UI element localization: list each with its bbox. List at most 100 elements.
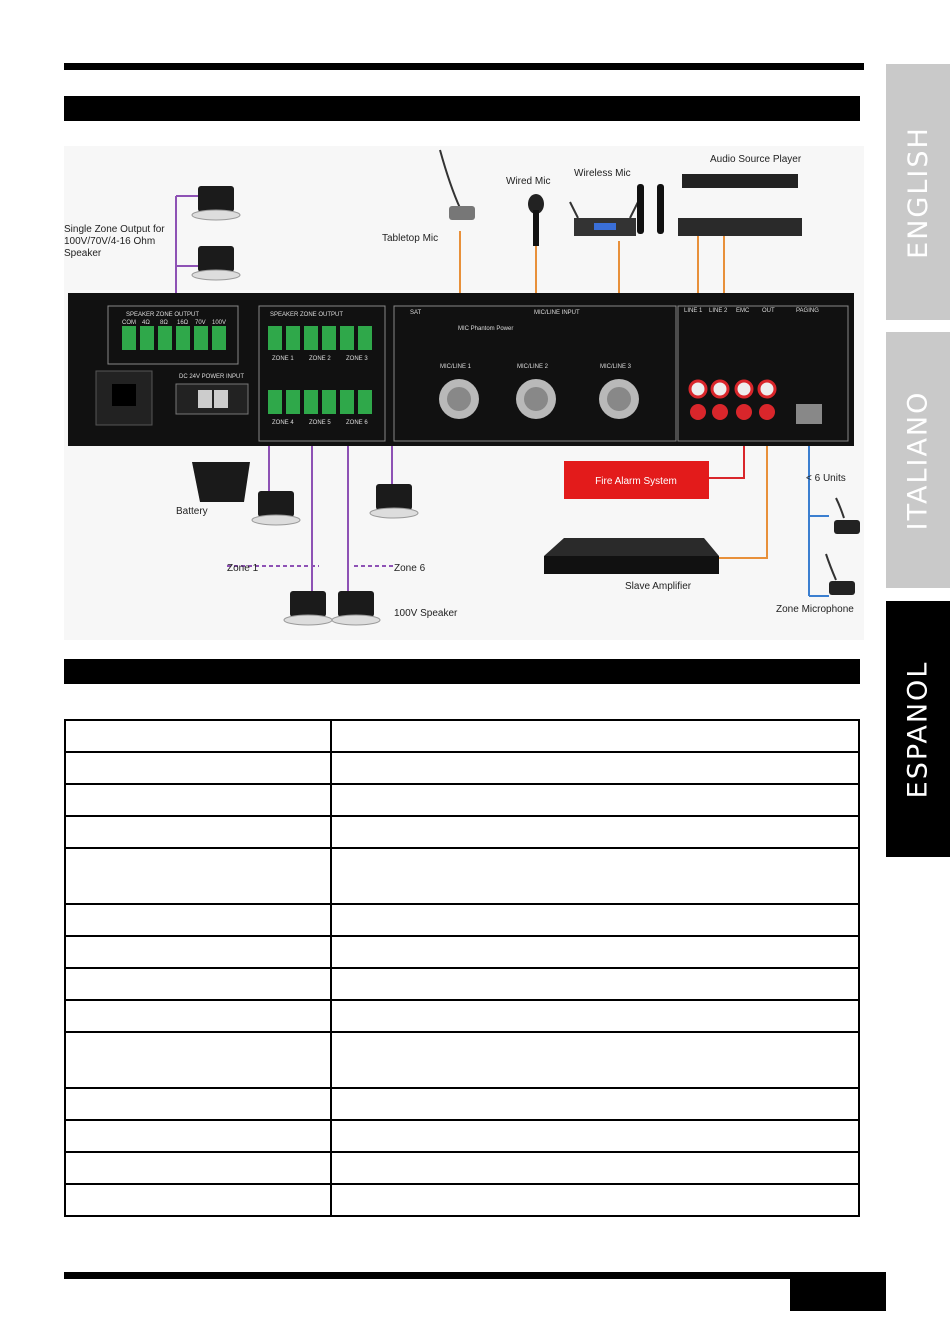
wire-slave-amp [719,411,768,559]
table-cell-value [330,1183,860,1217]
speaker-icons [191,186,419,626]
panel-mic-input-1: MIC/LINE 1 [440,364,472,370]
table-cell-label [64,847,332,905]
table-row [64,999,860,1033]
table-row [64,815,860,849]
zone-microphone-icons [825,497,860,595]
wired-mic-icon [528,194,544,246]
table-row [64,847,860,905]
tab-italiano-label: ITALIANO [902,390,934,530]
tab-espanol-label: ESPANOL [902,660,934,798]
amplifier-rear-panel [68,293,854,446]
panel-phantom-note: MIC Phantom Power [458,326,513,332]
table-cell-label [64,783,332,817]
tab-espanol[interactable]: ESPANOL [886,601,950,857]
fire-alarm-box [564,461,709,499]
table-cell-value [330,1151,860,1185]
table-row [64,1087,860,1121]
table-cell-value [330,1031,860,1089]
section-header-bar-2 [64,659,860,684]
table-cell-label [64,1031,332,1089]
table-cell-value [330,719,860,753]
connection-diagram: SPEAKER ZONE OUTPUT SPEAKER ZONE OUTPUT … [64,146,864,640]
panel-speaker-zone-output-left: SPEAKER ZONE OUTPUT [126,312,199,318]
tabletop-mic-label: Tabletop Mic [382,233,438,244]
tab-italiano[interactable]: ITALIANO [886,332,950,588]
zone-1-label: Zone 1 [227,563,259,574]
panel-line-1: LINE 1 [684,308,703,314]
panel-zone-label-5: ZONE 5 [309,420,331,426]
table-cell-value [330,1087,860,1121]
wire-paging [808,436,829,597]
table-row [64,751,860,785]
speaker-100v-label: 100V Speaker [394,608,458,619]
panel-sat: SAT [410,310,422,316]
panel-mic-input-2: MIC/LINE 2 [517,364,549,370]
table-cell-label [64,751,332,785]
table-cell-value [330,1119,860,1153]
table-cell-label [64,999,332,1033]
table-cell-value [330,783,860,817]
section-header-bar-1 [64,96,860,121]
single-zone-label-line-1: Single Zone Output for [64,224,165,235]
table-row [64,1151,860,1185]
table-cell-value [330,999,860,1033]
battery-icon [192,462,250,502]
panel-zone-label-2: ZONE 2 [309,356,331,362]
page-number-box [790,1279,886,1311]
table-cell-label [64,1183,332,1217]
panel-impedance-6: 100V [212,320,226,326]
panel-mic-input-3: MIC/LINE 3 [600,364,632,370]
table-cell-value [330,903,860,937]
bottom-rule [64,1272,886,1279]
single-zone-label-line-2: 100V/70V/4-16 Ohm [64,236,155,247]
table-cell-label [64,719,332,753]
panel-emc: EMC [736,308,750,314]
table-row [64,1119,860,1153]
panel-impedance-1: COM [122,320,136,326]
panel-impedance-5: 70V [195,320,206,326]
panel-out: OUT [762,308,775,314]
table-cell-value [330,967,860,1001]
panel-impedance-4: 16Ω [177,320,189,326]
units-label: < 6 Units [806,473,846,484]
table-cell-label [64,967,332,1001]
tab-english[interactable]: ENGLISH [886,64,950,320]
panel-dc-power-input: DC 24V POWER INPUT [179,374,244,380]
table-row [64,903,860,937]
fire-alarm-label: Fire Alarm System [595,476,677,487]
table-cell-label [64,935,332,969]
tab-english-label: ENGLISH [902,125,934,259]
panel-impedance-2: 4Ω [142,320,150,326]
table-cell-label [64,1151,332,1185]
panel-speaker-zone-output-right: SPEAKER ZONE OUTPUT [270,312,343,318]
table-cell-value [330,935,860,969]
table-row [64,783,860,817]
wired-mic-label: Wired Mic [506,176,550,187]
table-cell-value [330,815,860,849]
panel-zone-label-1: ZONE 1 [272,356,294,362]
specification-table [64,719,860,1217]
battery-label: Battery [176,506,208,517]
top-rule [64,63,864,70]
panel-mic-line-input: MIC/LINE INPUT [534,310,580,316]
table-cell-label [64,903,332,937]
panel-paging: PAGING [796,308,819,314]
wireless-mic-label: Wireless Mic [574,168,631,179]
audio-source-player-label: Audio Source Player [710,154,802,165]
audio-source-player-icon [678,174,802,236]
slave-amplifier-label: Slave Amplifier [625,581,692,592]
table-cell-label [64,1119,332,1153]
table-cell-value [330,751,860,785]
panel-zone-label-3: ZONE 3 [346,356,368,362]
table-row [64,967,860,1001]
zone-6-label: Zone 6 [394,563,426,574]
panel-line-2: LINE 2 [709,308,728,314]
wireless-mic-icon [569,184,664,236]
zone-microphone-label: Zone Microphone [776,604,854,615]
panel-zone-label-6: ZONE 6 [346,420,368,426]
table-row [64,1183,860,1217]
table-cell-label [64,1087,332,1121]
table-cell-value [330,847,860,905]
table-row [64,935,860,969]
